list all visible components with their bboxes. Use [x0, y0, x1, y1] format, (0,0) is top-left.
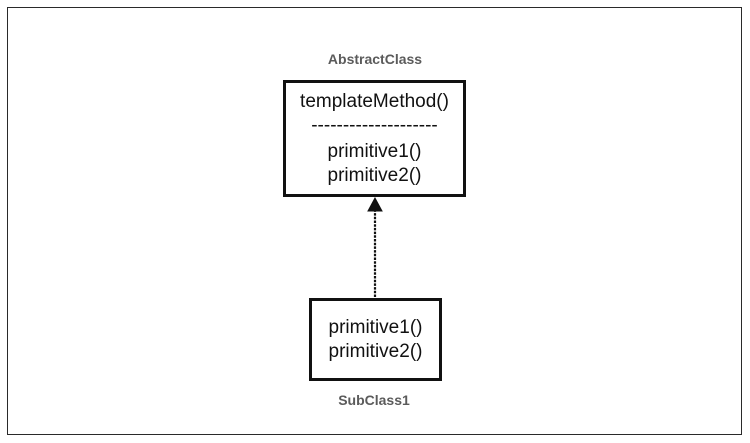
diagram-frame: [7, 7, 742, 435]
abstract-class-box: templateMethod() -------------------- pr…: [283, 80, 466, 197]
subclass-box: primitive1() primitive2(): [309, 298, 442, 381]
method-separator: --------------------: [311, 114, 438, 136]
template-method-label: templateMethod(): [300, 90, 449, 112]
sub-primitive1-label: primitive1(): [328, 316, 423, 338]
sub-primitive2-label: primitive2(): [328, 340, 423, 362]
subclass-name: SubClass1: [338, 392, 410, 408]
abstract-primitive2-label: primitive2(): [327, 164, 422, 186]
abstract-class-name: AbstractClass: [327, 51, 423, 67]
abstract-primitive1-label: primitive1(): [327, 140, 422, 162]
